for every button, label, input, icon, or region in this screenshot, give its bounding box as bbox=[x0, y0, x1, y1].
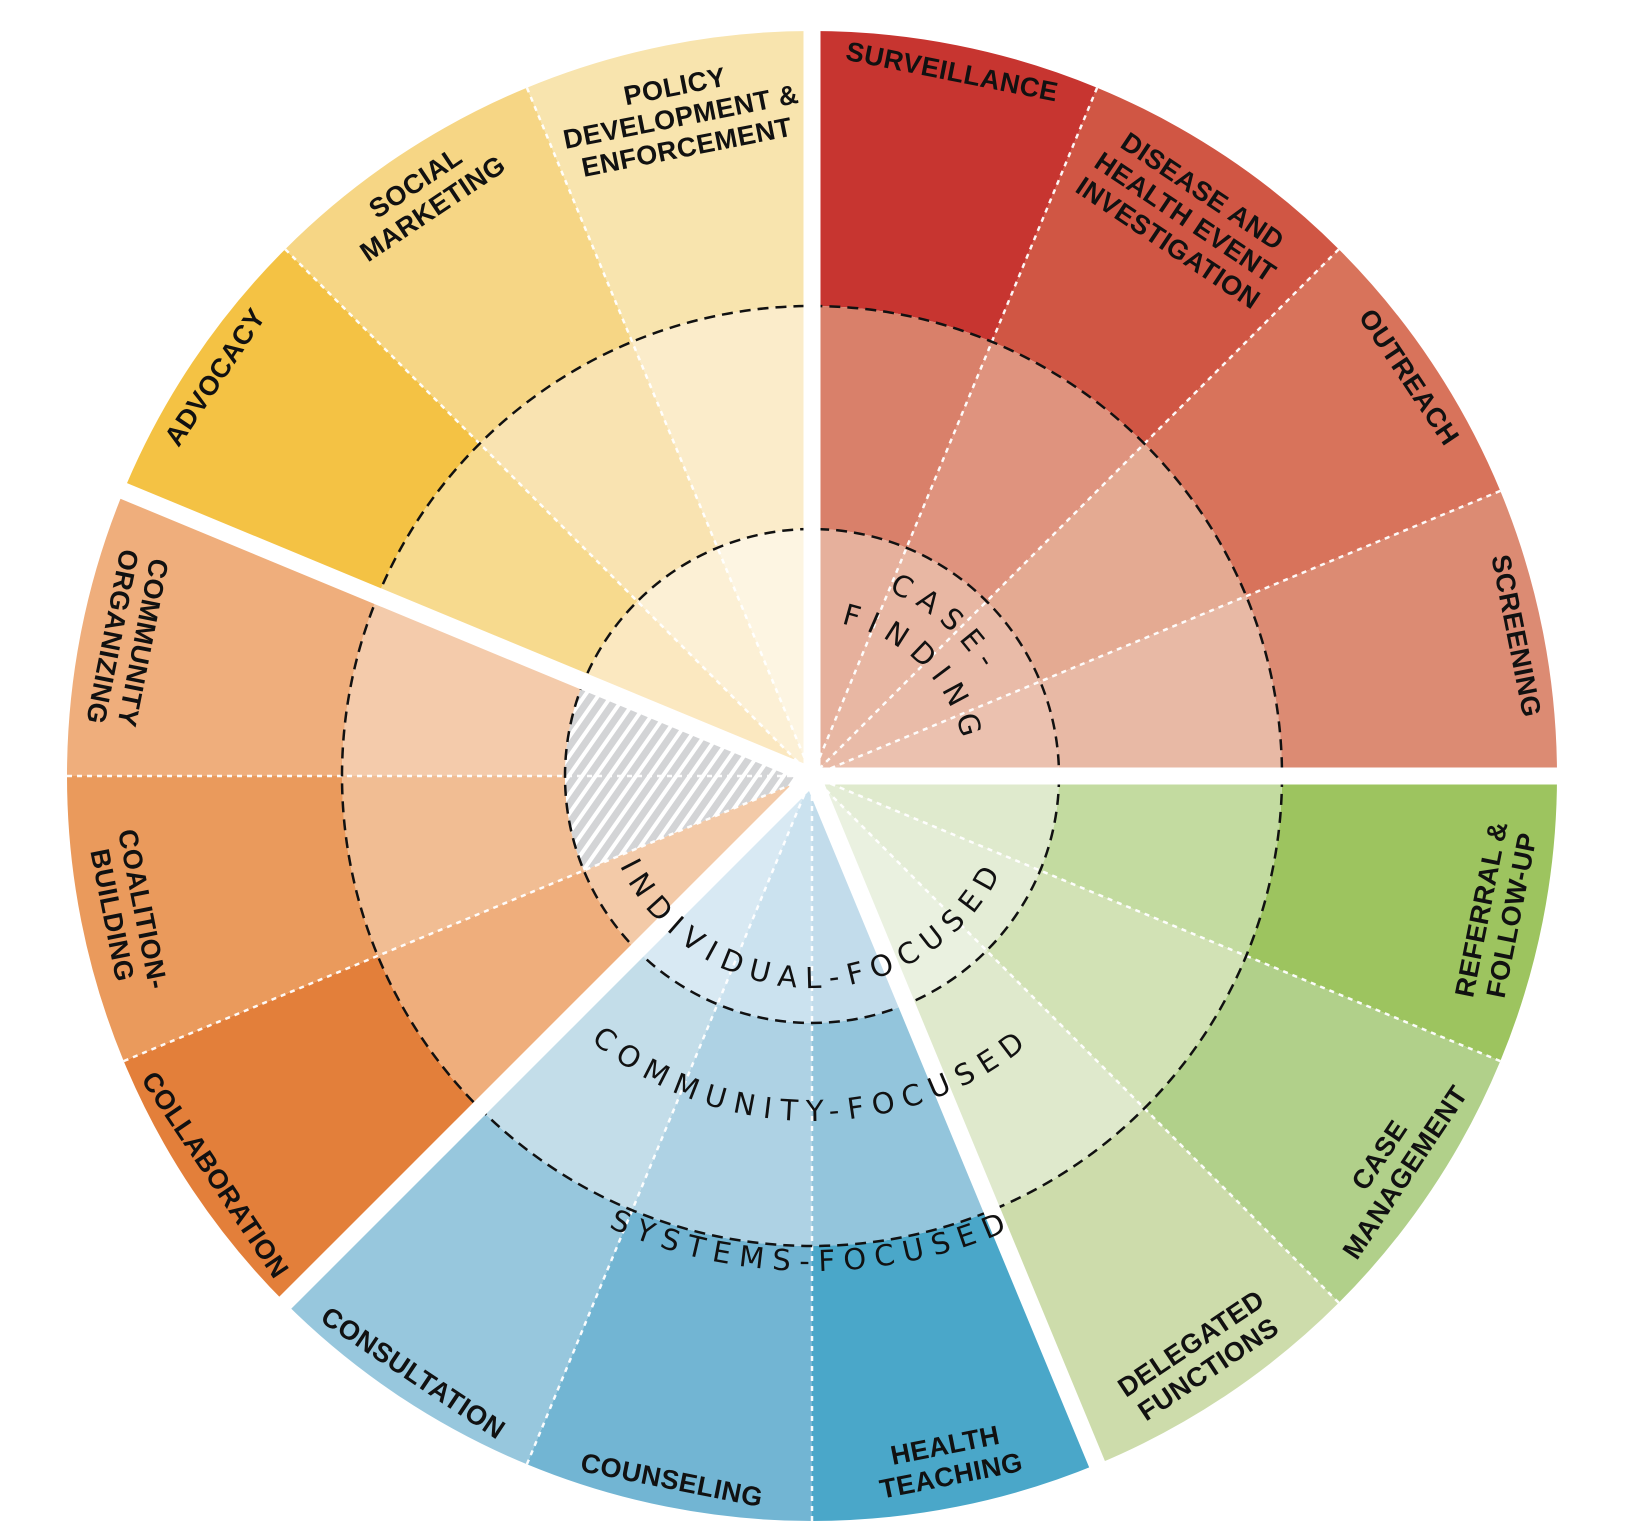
community-level-segment[interactable] bbox=[342, 776, 584, 956]
systems-level-segment[interactable] bbox=[812, 1210, 1098, 1521]
systems-level-segment[interactable] bbox=[1144, 955, 1501, 1303]
slice-divider bbox=[811, 489, 1501, 778]
not-applicable-hatched-segment[interactable] bbox=[565, 776, 812, 871]
individual-level-segment[interactable] bbox=[812, 601, 1041, 776]
systems-level-segment[interactable] bbox=[67, 490, 378, 776]
systems-level-segment[interactable] bbox=[991, 87, 1339, 444]
intervention-label: POLICYDEVELOPMENT &ENFORCEMENT bbox=[555, 48, 807, 185]
slice-layer bbox=[67, 30, 1557, 1521]
systems-level-segment[interactable] bbox=[1246, 776, 1557, 1062]
individual-level-segment[interactable] bbox=[583, 601, 812, 776]
community-level-segment[interactable] bbox=[812, 306, 992, 548]
slice-divider bbox=[123, 774, 813, 1063]
slice-divider bbox=[525, 87, 814, 777]
slice-divider bbox=[525, 775, 814, 1465]
individual-level-segment[interactable] bbox=[812, 776, 987, 1005]
community-level-segment[interactable] bbox=[1040, 776, 1282, 956]
systems-level-segment[interactable] bbox=[285, 1108, 633, 1465]
individual-level-segment[interactable] bbox=[812, 776, 1041, 951]
slice-divider bbox=[284, 248, 813, 777]
systems-level-segment[interactable] bbox=[526, 30, 812, 342]
slice-divider bbox=[811, 248, 1340, 777]
group-gap bbox=[114, 480, 816, 784]
community-level-segment[interactable] bbox=[632, 306, 812, 548]
individual-level-segment[interactable] bbox=[637, 547, 812, 776]
slice-divider bbox=[811, 774, 1501, 1063]
individual-level-segment[interactable] bbox=[812, 547, 987, 776]
individual-level-segment[interactable] bbox=[812, 681, 1059, 776]
systems-level-segment[interactable] bbox=[285, 87, 633, 444]
individual-level-segment[interactable] bbox=[812, 776, 1059, 871]
group-gaps bbox=[114, 25, 1563, 1474]
slice-divider bbox=[810, 87, 1099, 777]
individual-level-segment[interactable] bbox=[717, 776, 812, 1023]
group-gap bbox=[804, 772, 1108, 1474]
individual-level-segment[interactable] bbox=[717, 529, 812, 776]
group-gap bbox=[274, 769, 819, 1314]
slice-dividers bbox=[67, 87, 1501, 1521]
systems-level-segment[interactable] bbox=[526, 1210, 812, 1521]
systems-level-segment[interactable] bbox=[1144, 249, 1501, 597]
systems-level-segment[interactable] bbox=[123, 955, 480, 1303]
community-level-segment[interactable] bbox=[342, 596, 584, 776]
slice-divider bbox=[811, 775, 1340, 1304]
individual-level-segment[interactable] bbox=[812, 529, 907, 776]
systems-level-segment[interactable] bbox=[1246, 490, 1557, 776]
systems-level-segment[interactable] bbox=[123, 249, 480, 597]
systems-level-segment[interactable] bbox=[812, 31, 1098, 342]
individual-level-segment[interactable] bbox=[637, 776, 812, 1005]
systems-level-segment[interactable] bbox=[67, 776, 378, 1062]
individual-level-segment[interactable] bbox=[583, 776, 812, 951]
intervention-label: COMMUNITYORGANIZING bbox=[80, 547, 174, 733]
systems-level-segment[interactable] bbox=[991, 1108, 1339, 1465]
community-level-segment[interactable] bbox=[1040, 596, 1282, 776]
community-level-segment[interactable] bbox=[812, 1004, 992, 1246]
community-level-segment[interactable] bbox=[632, 1004, 812, 1246]
